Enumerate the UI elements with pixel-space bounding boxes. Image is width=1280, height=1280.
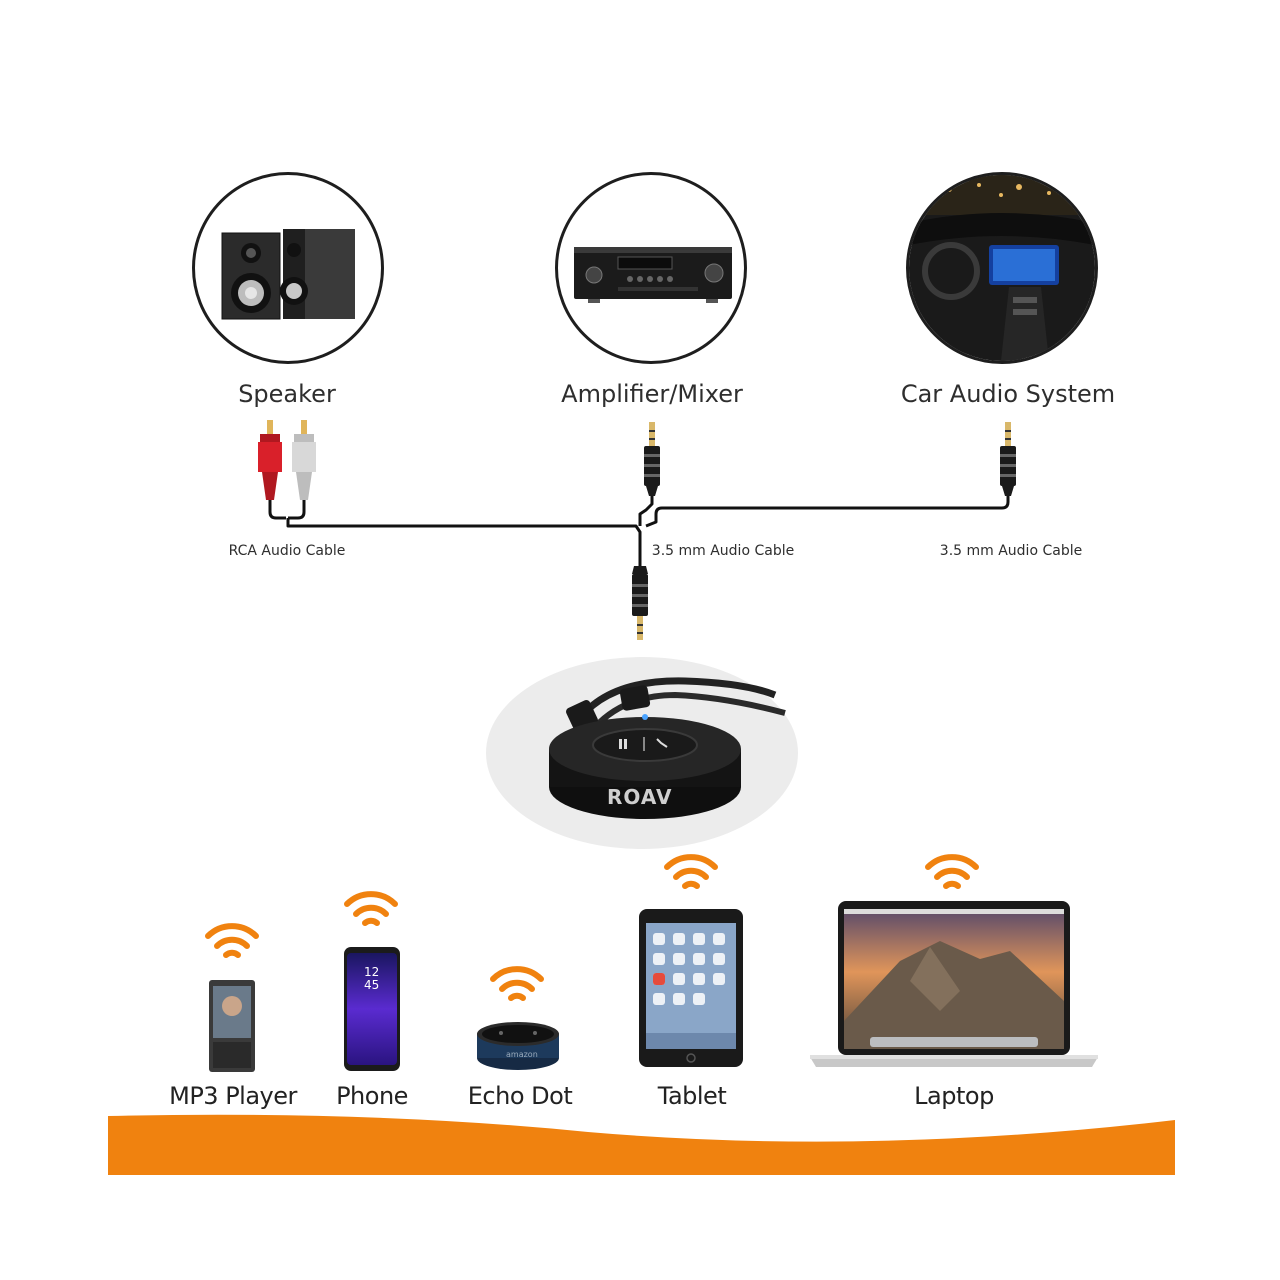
- wifi-icon-mp3: [208, 926, 256, 955]
- rca-red-plug: [258, 420, 282, 500]
- laptop-icon: [810, 901, 1098, 1069]
- phone-label: Phone: [336, 1082, 408, 1110]
- rca-cable-label: RCA Audio Cable: [228, 543, 346, 559]
- speaker-circle: [192, 172, 384, 364]
- rca-white-plug: [292, 420, 316, 500]
- echo-brand: amazon: [506, 1050, 538, 1059]
- amplifier-icon: [574, 247, 732, 303]
- wifi-icon-phone: [347, 894, 395, 923]
- mp3-player-label: MP3 Player: [169, 1082, 297, 1110]
- amplifier-circle: [555, 172, 747, 364]
- tablet-icon: [639, 909, 743, 1067]
- phone-clock-hour: 12: [364, 965, 380, 979]
- phone-icon: 12 45: [344, 947, 400, 1071]
- car-circle: [906, 172, 1098, 364]
- receiver: ROAV: [485, 655, 799, 851]
- car-dashboard-icon: [909, 175, 1095, 361]
- wifi-icon-tablet: [667, 857, 715, 886]
- amplifier-label: Amplifier/Mixer: [561, 380, 743, 408]
- wifi-icon-laptop: [928, 857, 976, 886]
- echo-dot-icon: amazon: [475, 1020, 561, 1072]
- aux-cable-label-right: 3.5 mm Audio Cable: [939, 543, 1083, 559]
- aux-plug-mid: [644, 422, 660, 496]
- wifi-icon-echo: [493, 969, 541, 998]
- speaker-icon: [221, 229, 355, 320]
- speaker-label: Speaker: [238, 380, 336, 408]
- cable-diagram: [258, 420, 1016, 640]
- aux-cable-label-mid: 3.5 mm Audio Cable: [651, 543, 795, 559]
- laptop-label: Laptop: [914, 1082, 994, 1110]
- phone-clock-minute: 45: [364, 978, 380, 992]
- rca-main-wire: [286, 518, 642, 566]
- rca-red-wire: [268, 500, 286, 520]
- tablet-label: Tablet: [657, 1082, 727, 1110]
- aux-mid-wire: [638, 494, 654, 526]
- orange-wave-band: [108, 1114, 1175, 1175]
- echo-dot-label: Echo Dot: [467, 1082, 573, 1110]
- mp3-player-icon: [208, 980, 256, 1072]
- rca-white-wire: [288, 500, 306, 520]
- aux-plug-right: [1000, 422, 1016, 496]
- receiver-brand: ROAV: [607, 785, 673, 809]
- aux-right-wire: [645, 494, 1010, 528]
- aux-plug-bottom: [632, 566, 648, 640]
- car-audio-label: Car Audio System: [900, 380, 1116, 408]
